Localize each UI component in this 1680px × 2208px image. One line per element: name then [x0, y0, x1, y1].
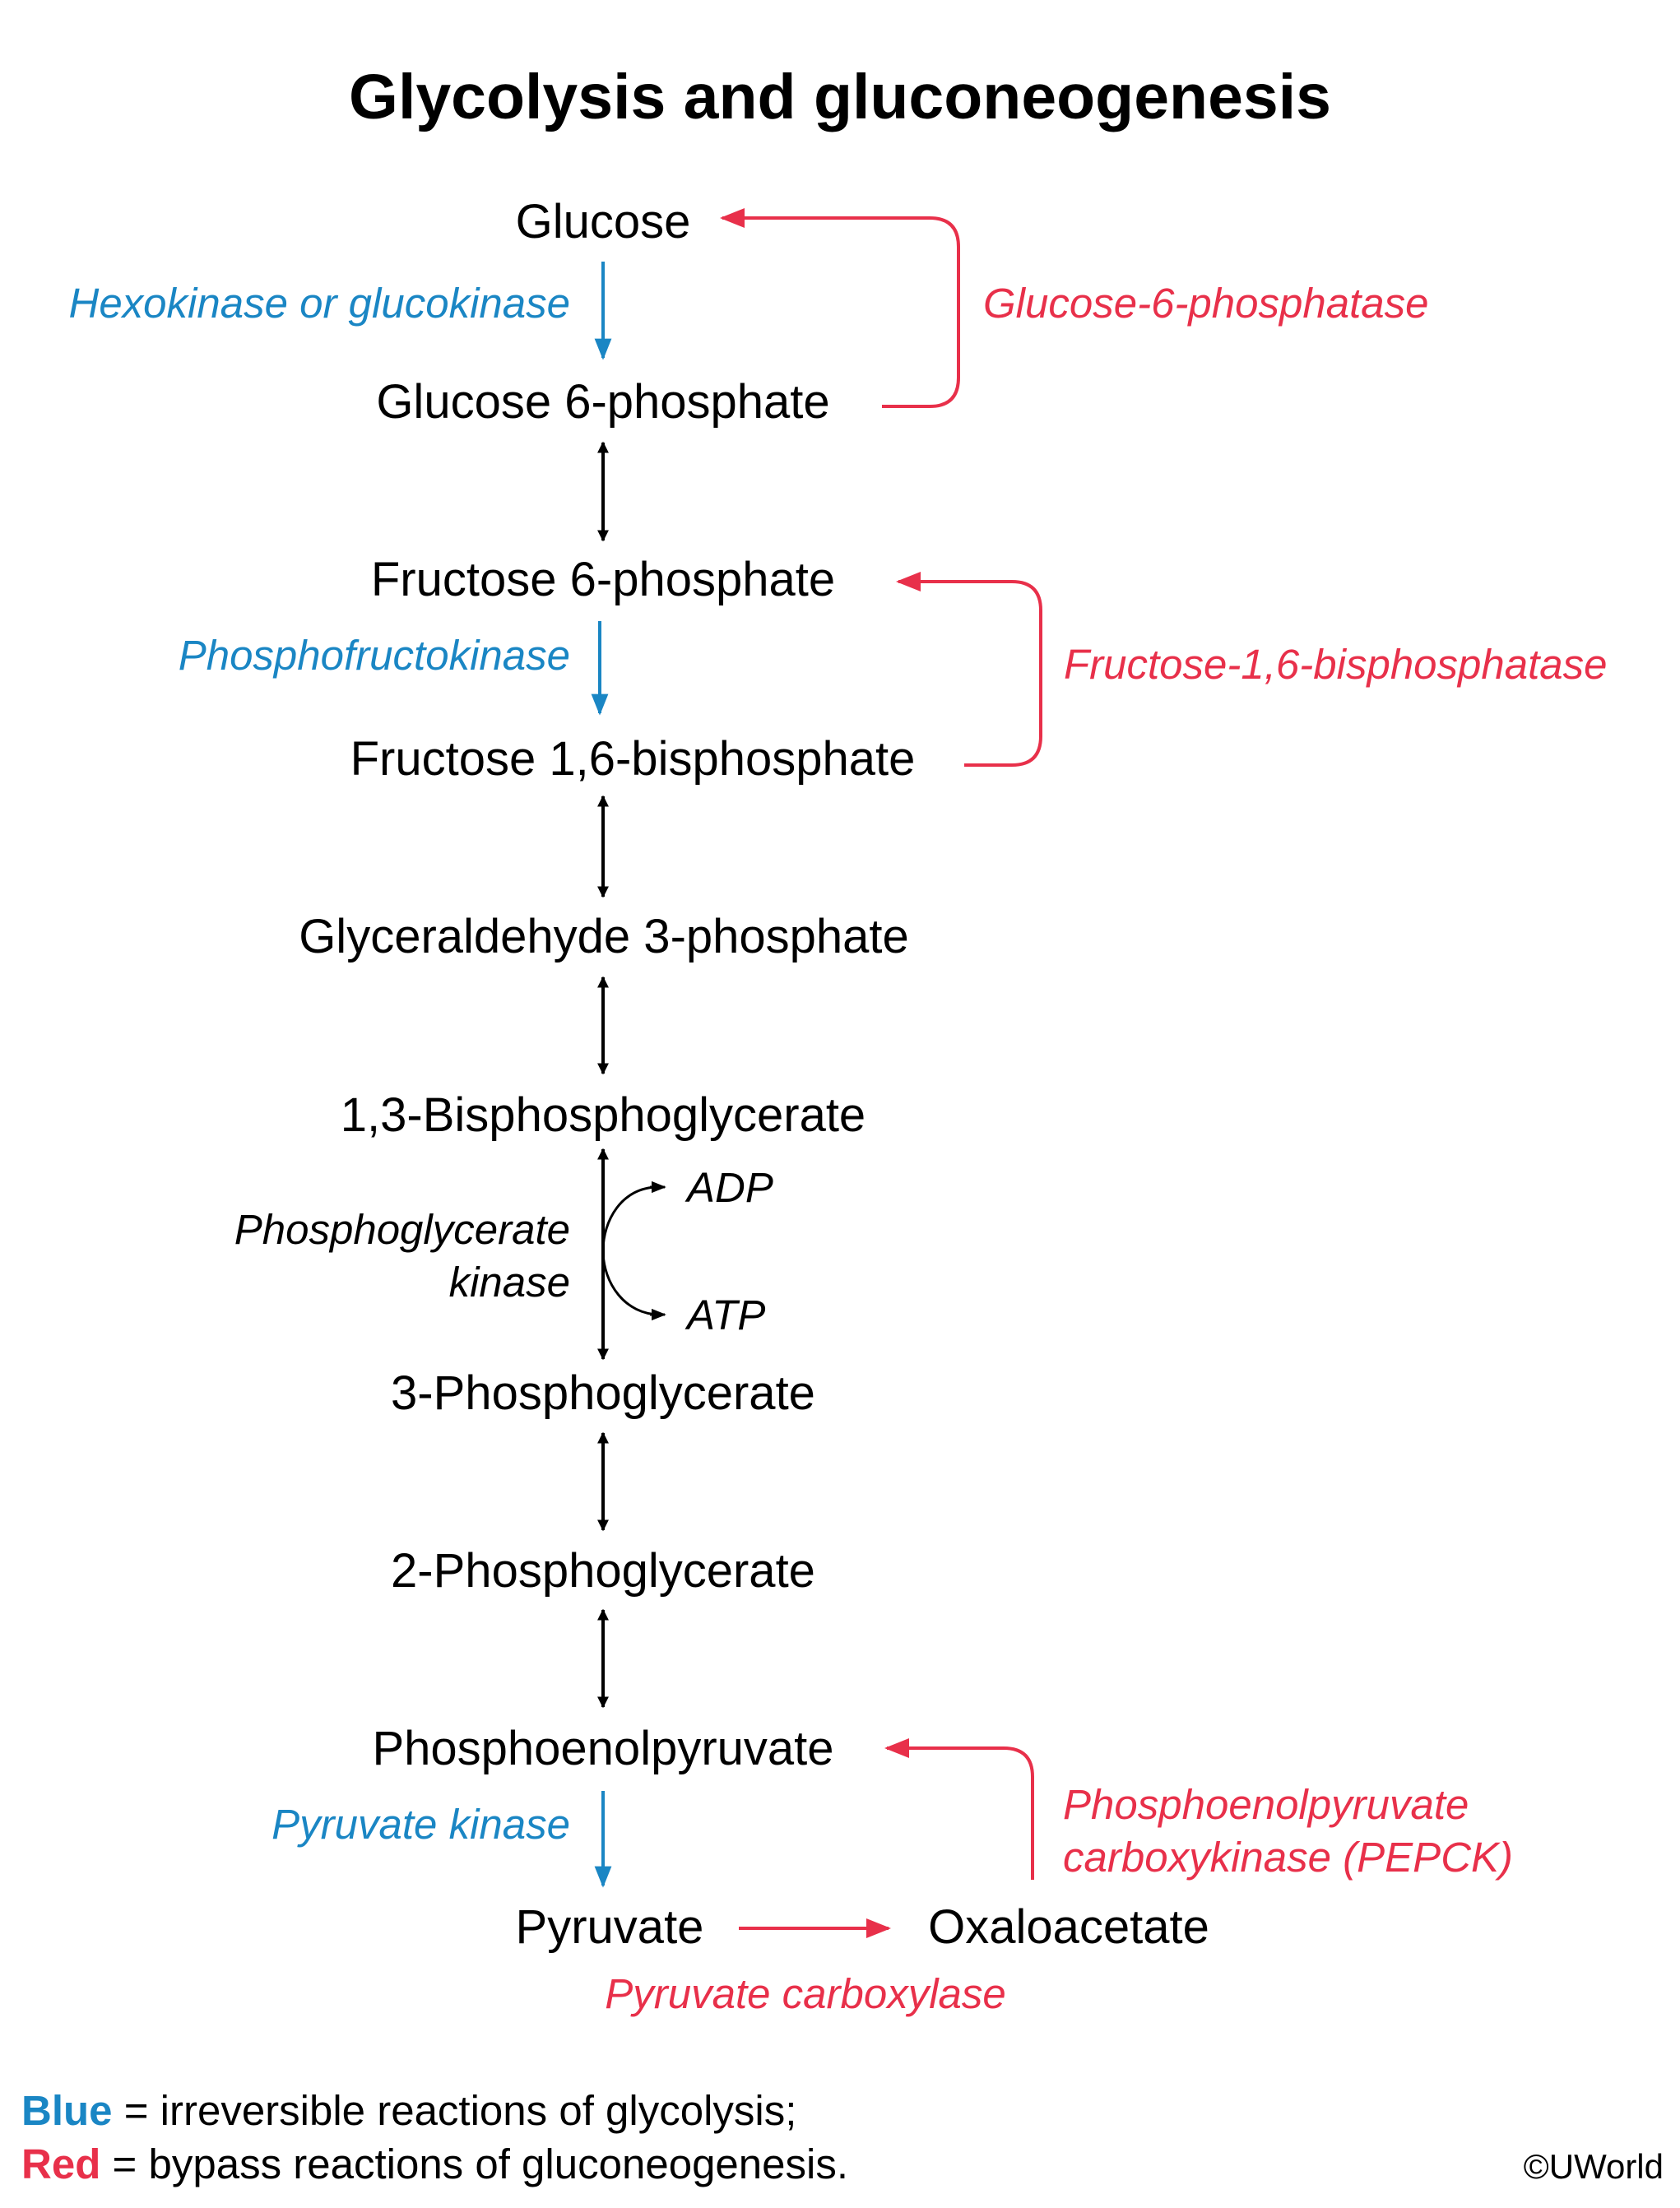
- legend-red: Red = bypass reactions of gluconeogenesi…: [21, 2143, 848, 2185]
- glucose-6-phosphatase-arrow: [720, 208, 960, 408]
- glucose-label: Glucose: [515, 195, 691, 248]
- 3-phosphoglycerate-label: 3-Phosphoglycerate: [391, 1366, 815, 1420]
- phosphofructokinase-label: Phosphofructokinase: [178, 632, 570, 679]
- fructose-1-6-bisphosphatase-label: Fructose-1,6-bisphosphatase: [1064, 641, 1608, 688]
- copyright-label: ©UWorld: [1523, 2147, 1664, 2186]
- phosphoglycerate-kinase-line2: kinase: [448, 1259, 570, 1306]
- pepck-label: Phosphoenolpyruvate carboxykinase (PEPCK…: [1063, 1779, 1513, 1884]
- legend-blue-word: Blue: [21, 2087, 113, 2134]
- glucose-6-phosphatase-label: Glucose-6-phosphatase: [983, 280, 1429, 327]
- pepck-line2: carboxykinase (PEPCK): [1063, 1834, 1514, 1881]
- hexokinase-label: Hexokinase or glucokinase: [68, 280, 570, 327]
- 1-3-bisphosphoglycerate-label: 1,3-Bisphosphoglycerate: [340, 1088, 866, 1142]
- legend-blue-text: = irreversible reactions of glycolysis;: [112, 2087, 797, 2134]
- phosphoenolpyruvate-label: Phosphoenolpyruvate: [372, 1722, 834, 1775]
- glyceraldehyde-3-phosphate-label: Glyceraldehyde 3-phosphate: [299, 910, 909, 963]
- atp-label: ATP: [687, 1292, 766, 1338]
- phosphoglycerate-kinase-line1: Phosphoglycerate: [234, 1206, 570, 1253]
- pepck-line1: Phosphoenolpyruvate: [1063, 1781, 1469, 1828]
- adp-label: ADP: [687, 1164, 773, 1211]
- legend-red-text: = bypass reactions of gluconeogenesis.: [100, 2141, 849, 2187]
- legend-blue: Blue = irreversible reactions of glycoly…: [21, 2090, 796, 2131]
- pyruvate-label: Pyruvate: [515, 1900, 704, 1954]
- oxaloacetate-label: Oxaloacetate: [928, 1900, 1209, 1954]
- phosphoglycerate-kinase-label: Phosphoglycerate kinase: [234, 1204, 570, 1309]
- legend-red-word: Red: [21, 2141, 101, 2187]
- fructose-1-6-bisphosphate-label: Fructose 1,6-bisphosphate: [350, 732, 916, 786]
- pyruvate-kinase-label: Pyruvate kinase: [271, 1801, 570, 1848]
- pyruvate-carboxylase-label: Pyruvate carboxylase: [605, 1970, 1006, 2017]
- pepck-arrow: [884, 1738, 1034, 1880]
- diagram-title: Glycolysis and gluconeogenesis: [349, 62, 1331, 132]
- glucose-6-phosphate-label: Glucose 6-phosphate: [376, 375, 830, 429]
- fructose-bisphosphatase-arrow: [896, 572, 1042, 767]
- 2-phosphoglycerate-label: 2-Phosphoglycerate: [391, 1544, 815, 1598]
- fructose-6-phosphate-label: Fructose 6-phosphate: [370, 553, 836, 606]
- adp-atp-curve-arrow: [601, 1185, 661, 1316]
